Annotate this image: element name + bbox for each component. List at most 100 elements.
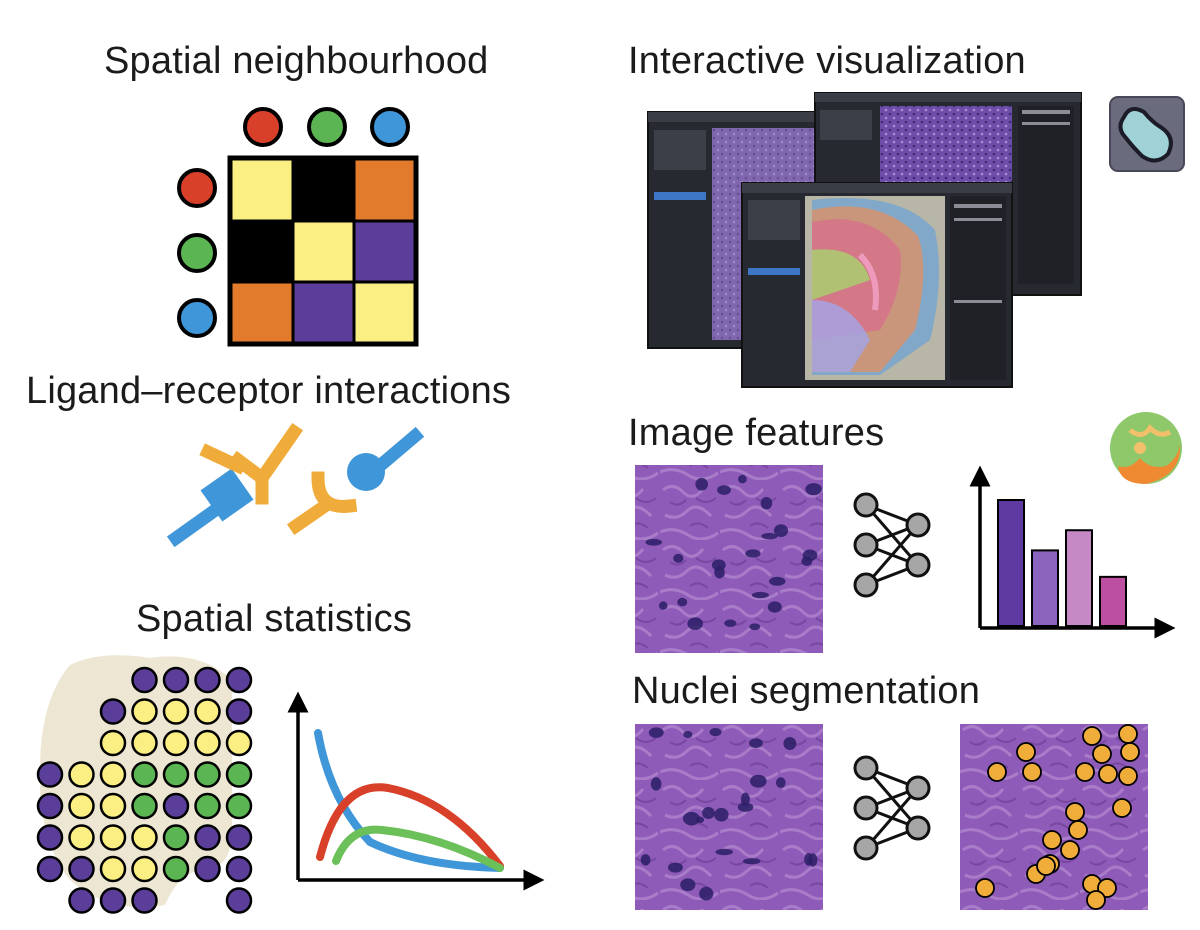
nucleus bbox=[645, 538, 663, 546]
spot bbox=[99, 824, 127, 851]
spot bbox=[162, 666, 190, 694]
spot bbox=[99, 729, 127, 757]
nucleus bbox=[695, 477, 708, 491]
squidpy-logo-icon bbox=[1110, 412, 1182, 484]
spot bbox=[194, 824, 221, 851]
label-dot-green bbox=[177, 233, 217, 273]
nucleus bbox=[768, 576, 786, 586]
nucleus bbox=[711, 559, 726, 571]
matrix-cell bbox=[232, 160, 294, 222]
nn-node bbox=[853, 795, 879, 821]
spot bbox=[194, 698, 221, 725]
spot bbox=[162, 824, 190, 851]
neural-network-icon bbox=[853, 492, 931, 598]
nucleus bbox=[648, 727, 664, 738]
nucleus bbox=[715, 848, 733, 856]
nucleus bbox=[673, 553, 684, 563]
histology-image-segmented bbox=[960, 724, 1148, 910]
nucleus bbox=[802, 549, 818, 561]
neighbourhood-matrix bbox=[227, 155, 419, 347]
nn-node bbox=[853, 492, 879, 518]
matrix-cell bbox=[232, 221, 294, 283]
nucleus bbox=[749, 623, 761, 631]
spot bbox=[68, 761, 95, 788]
segmented-nucleus bbox=[1036, 856, 1056, 876]
nucleus bbox=[640, 854, 651, 866]
spatial-statistics-tissue bbox=[36, 655, 253, 914]
nucleus bbox=[748, 738, 763, 748]
label-dot-red bbox=[177, 168, 217, 208]
nucleus bbox=[683, 731, 693, 739]
spot bbox=[162, 761, 190, 788]
matrix-cell bbox=[232, 282, 294, 344]
spot bbox=[225, 824, 253, 851]
nucleus bbox=[677, 597, 688, 607]
nn-node bbox=[853, 755, 879, 781]
nucleus bbox=[724, 619, 737, 627]
histology-image-features bbox=[635, 465, 823, 653]
nucleus bbox=[760, 496, 773, 510]
feature-bar bbox=[997, 499, 1025, 627]
napari-logo-icon bbox=[1109, 96, 1185, 172]
nucleus bbox=[805, 483, 822, 496]
nucleus bbox=[742, 858, 761, 865]
label-dot-blue bbox=[370, 107, 410, 147]
spot bbox=[99, 792, 127, 820]
spot bbox=[99, 855, 127, 883]
nn-node bbox=[905, 775, 931, 801]
spot bbox=[36, 792, 64, 820]
spot bbox=[194, 761, 221, 788]
curve-blue bbox=[314, 729, 504, 872]
segmented-nucleus bbox=[1068, 820, 1088, 840]
spot bbox=[68, 824, 95, 851]
spot bbox=[131, 887, 158, 914]
nn-node bbox=[905, 815, 931, 841]
spot bbox=[131, 729, 158, 757]
spot bbox=[131, 698, 158, 725]
segmented-nucleus bbox=[987, 762, 1007, 782]
napari-window-front bbox=[741, 182, 1013, 388]
neural-network-icon bbox=[853, 755, 931, 861]
segmented-nucleus bbox=[1118, 724, 1138, 744]
nucleus bbox=[714, 807, 729, 822]
title-ligand-receptor: Ligand–receptor interactions bbox=[26, 370, 512, 412]
feature-bar bbox=[1065, 529, 1093, 627]
curve-green bbox=[332, 825, 504, 872]
label-dot-blue bbox=[177, 298, 217, 338]
spot bbox=[225, 698, 253, 725]
spot bbox=[194, 666, 221, 694]
nucleus bbox=[783, 737, 797, 750]
nn-node bbox=[905, 552, 931, 578]
nucleus bbox=[761, 532, 778, 540]
matrix-cell bbox=[354, 160, 416, 222]
spot bbox=[99, 887, 127, 914]
title-nuclei-segmentation: Nuclei segmentation bbox=[632, 670, 981, 712]
nucleus bbox=[680, 878, 696, 892]
segmented-nucleus bbox=[1022, 762, 1042, 782]
spot bbox=[68, 887, 95, 914]
matrix-cell bbox=[354, 282, 416, 344]
nucleus bbox=[682, 811, 700, 826]
segmented-nucleus bbox=[1120, 742, 1140, 762]
nucleus bbox=[709, 728, 722, 737]
spatial-statistics-plot bbox=[287, 691, 545, 891]
spot bbox=[225, 855, 253, 883]
nucleus bbox=[650, 777, 662, 791]
label-dot-green bbox=[307, 107, 347, 147]
spot bbox=[162, 729, 190, 757]
nn-node bbox=[853, 532, 879, 558]
spot bbox=[36, 824, 64, 851]
nucleus bbox=[808, 853, 818, 867]
spot bbox=[99, 761, 127, 788]
matrix-cell bbox=[293, 282, 355, 344]
spot bbox=[225, 761, 253, 788]
nn-node bbox=[905, 512, 931, 538]
nucleus bbox=[749, 774, 767, 788]
feature-bar-chart bbox=[969, 465, 1176, 639]
spot bbox=[225, 666, 253, 694]
nn-node bbox=[853, 835, 879, 861]
matrix-cell bbox=[293, 221, 355, 283]
histology-image-input bbox=[635, 724, 823, 910]
curve-red bbox=[316, 783, 504, 870]
